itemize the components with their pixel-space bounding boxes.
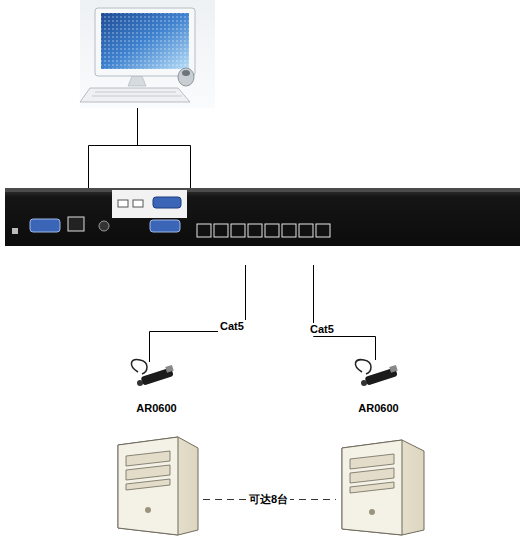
cable-label: Cat5 — [218, 320, 246, 333]
device-name: AR0600 — [358, 402, 399, 415]
device-name: AR0600 — [136, 402, 177, 415]
rj45-ports — [248, 224, 262, 237]
server-tower — [145, 507, 151, 513]
cat5-cable — [314, 265, 376, 360]
server-tower — [118, 437, 198, 535]
dongle-icon — [131, 360, 173, 386]
kvm-switch — [30, 219, 60, 232]
kvm-switch — [12, 228, 18, 234]
kvm-switch — [5, 188, 520, 246]
kvm-switch — [133, 200, 143, 207]
dongle-icon — [355, 360, 371, 374]
kvm-switch — [5, 188, 520, 246]
kvm-switch — [112, 190, 187, 218]
count-note: 可达8台 — [247, 493, 290, 506]
dongle-label-box: AR0600 — [133, 401, 180, 416]
kvm-switch — [118, 200, 128, 207]
dongle-icon — [165, 365, 174, 373]
computer — [92, 92, 182, 96]
server-tower — [342, 440, 402, 535]
computer — [178, 68, 194, 86]
server-tower — [350, 468, 394, 483]
kvm-switch — [99, 221, 109, 231]
dongle-icon — [355, 360, 397, 386]
computer — [80, 88, 190, 102]
server-tower — [126, 479, 170, 490]
server-tower — [350, 482, 394, 493]
server-tower — [126, 465, 170, 480]
dongle-icon — [361, 380, 367, 386]
server-tower — [126, 451, 170, 466]
cat5-cable — [150, 265, 376, 362]
rj45-ports — [282, 224, 296, 237]
computer — [101, 13, 189, 69]
server-tower — [369, 509, 375, 515]
kvm-switch — [68, 217, 84, 231]
rj45-ports — [299, 224, 313, 237]
kvm-switch — [150, 220, 180, 232]
computer — [128, 76, 146, 86]
kvm-switch — [153, 197, 181, 208]
cat5-cable — [150, 265, 246, 362]
dongle-icon — [131, 360, 147, 374]
kvm-switch — [5, 188, 520, 192]
dongle-icon — [137, 380, 143, 386]
server-tower — [342, 440, 424, 535]
video-cable — [89, 108, 191, 190]
computer — [95, 8, 195, 76]
cable-label: Cat5 — [308, 323, 336, 336]
computer — [101, 13, 189, 69]
server-tower — [118, 437, 178, 535]
server-tower — [350, 454, 394, 469]
server-tower — [118, 437, 198, 535]
rj45-ports — [265, 224, 279, 237]
rj45-ports — [316, 224, 330, 237]
computer — [80, 0, 215, 108]
server-tower — [342, 440, 424, 535]
rj45-ports — [214, 224, 228, 237]
computer — [80, 0, 215, 108]
rj45-ports — [197, 224, 211, 237]
dongle-label-box: AR0600 — [355, 401, 402, 416]
rj45-ports — [197, 224, 330, 237]
computer — [182, 70, 190, 76]
dongle-icon — [389, 365, 398, 373]
rj45-ports — [231, 224, 245, 237]
video-cable — [89, 108, 191, 190]
